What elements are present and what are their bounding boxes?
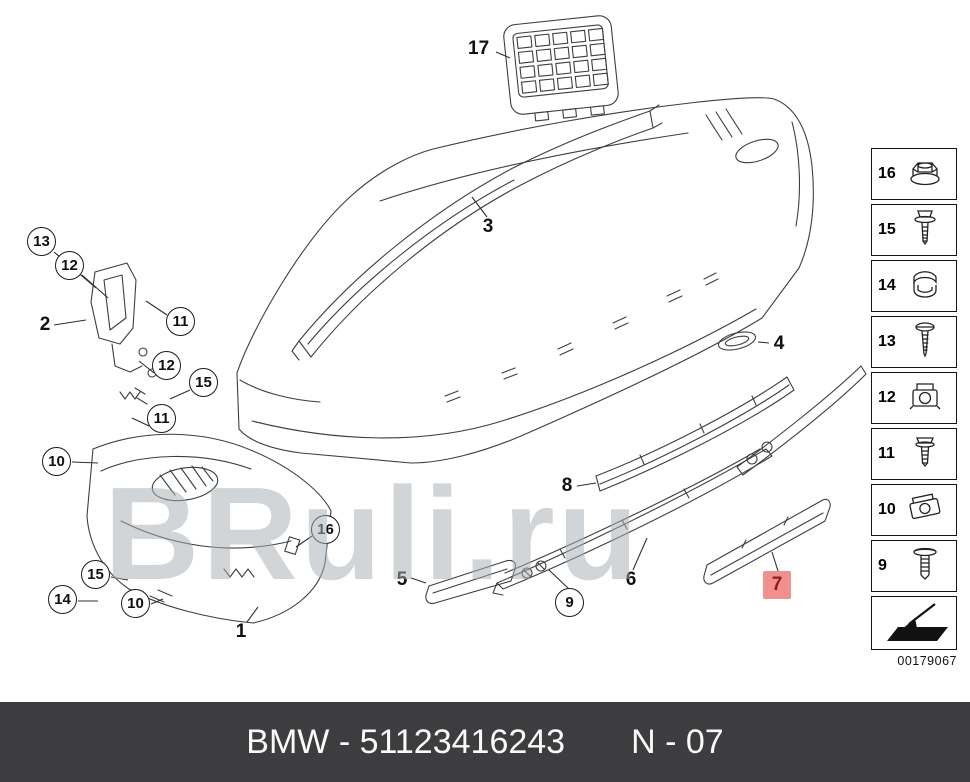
leader-lines: [53, 51, 779, 623]
callout-15-a[interactable]: 15: [189, 368, 218, 397]
callout-14[interactable]: 14: [48, 585, 77, 614]
callout-10-b[interactable]: 10: [121, 589, 150, 618]
callout-12-b[interactable]: 12: [152, 351, 181, 380]
callout-16[interactable]: 16: [311, 515, 340, 544]
callout-6[interactable]: 6: [625, 569, 637, 590]
hardware-sidebar: 16 15: [871, 148, 959, 668]
hardware-item-label: 13: [878, 333, 896, 350]
callout-11-b[interactable]: 11: [147, 404, 176, 433]
hardware-item-15[interactable]: 15: [871, 204, 957, 256]
hardware-item-13[interactable]: 13: [871, 316, 957, 368]
bumper-side-section-part: [86, 433, 332, 624]
hex-screw-icon: [904, 431, 946, 478]
hardware-item-label: 15: [878, 221, 896, 238]
rivet-detail: [521, 560, 547, 579]
hardware-item-label: 10: [878, 501, 896, 518]
hardware-item-14[interactable]: 14: [871, 260, 957, 312]
part-number-text: BMW - 51123416243: [246, 722, 566, 761]
expanding-rivet-icon: [904, 543, 946, 590]
diagram-image-number: 00179067: [897, 654, 957, 668]
hardware-item-label: 16: [878, 165, 896, 182]
trim-strip-8-part: [595, 376, 795, 492]
callout-4[interactable]: 4: [773, 333, 785, 354]
side-bracket-part: [90, 262, 157, 405]
grille-part: [503, 15, 619, 122]
callout-17[interactable]: 17: [468, 38, 490, 59]
tapping-screw-icon: [904, 319, 946, 366]
section-code-text: N - 07: [631, 722, 724, 761]
trim-strip-7-part: [703, 498, 831, 585]
callout-8[interactable]: 8: [561, 475, 573, 496]
callout-7-highlighted[interactable]: 7: [763, 571, 791, 599]
callout-10-a[interactable]: 10: [42, 447, 71, 476]
upper-trim-strip-part: [291, 104, 663, 361]
flange-nut-icon: [904, 151, 946, 198]
hardware-item-16[interactable]: 16: [871, 148, 957, 200]
hardware-item-12[interactable]: 12: [871, 372, 957, 424]
tow-hook-cover-part: [717, 331, 757, 351]
part-number-bar: BMW - 51123416243 N - 07: [0, 702, 970, 782]
cage-clip-icon: [904, 375, 946, 422]
callout-2[interactable]: 2: [39, 314, 51, 335]
hardware-item-label: 9: [878, 557, 887, 574]
screw-washer-icon: [904, 207, 946, 254]
callout-3[interactable]: 3: [482, 216, 494, 237]
trim-strip-right-part: [736, 365, 867, 476]
trim-strip-5-part: [425, 559, 517, 605]
clip-nut-icon: [904, 487, 946, 534]
callout-13[interactable]: 13: [27, 227, 56, 256]
hardware-item-label: 11: [878, 445, 895, 462]
callout-1[interactable]: 1: [235, 621, 247, 642]
bumper-cover-part: [236, 97, 814, 464]
trim-strip-6-part: [492, 448, 773, 596]
hardware-item-10[interactable]: 10: [871, 484, 957, 536]
hardware-item-label: 12: [878, 389, 896, 406]
viewing-direction-arrow-icon: [875, 596, 953, 651]
hardware-item-11[interactable]: 11: [871, 428, 957, 480]
hardware-item-label: 14: [878, 277, 896, 294]
hardware-item-9[interactable]: 9: [871, 540, 957, 592]
viewing-direction-box[interactable]: [871, 596, 957, 650]
callout-15-b[interactable]: 15: [81, 560, 110, 589]
callout-9[interactable]: 9: [555, 588, 584, 617]
callout-11-a[interactable]: 11: [166, 307, 195, 336]
callout-12-a[interactable]: 12: [55, 251, 84, 280]
spring-clip-icon: [904, 263, 946, 310]
exploded-diagram-art: [53, 15, 867, 624]
callout-5[interactable]: 5: [396, 569, 408, 590]
